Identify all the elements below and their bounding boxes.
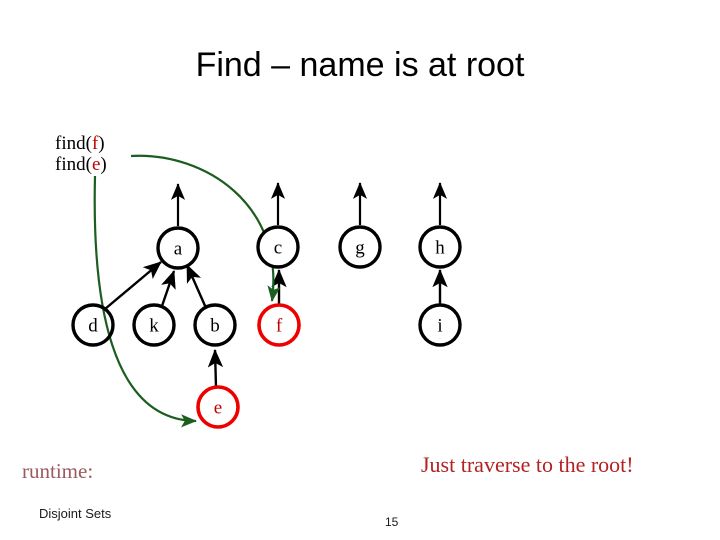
graph-nodes: a c g h d k b	[71, 225, 462, 429]
node-b-label: b	[210, 316, 220, 337]
node-h[interactable]: h	[418, 225, 462, 269]
node-a[interactable]: a	[156, 226, 200, 270]
edge-d-to-a	[104, 261, 162, 310]
parent-edges	[104, 261, 448, 388]
node-h-label: h	[435, 238, 445, 259]
find-call-f-prefix: find(	[55, 133, 92, 154]
node-i[interactable]: i	[418, 303, 462, 347]
page-number: 15	[385, 515, 399, 529]
node-g-circle[interactable]	[338, 225, 382, 269]
node-e[interactable]: e	[196, 385, 240, 429]
node-i-label: i	[437, 316, 442, 337]
find-call-e-suffix: )	[100, 154, 107, 175]
callout-text: Just traverse to the root!	[421, 452, 634, 477]
node-k-label: k	[149, 316, 159, 337]
edge-k-to-a	[160, 270, 176, 307]
node-f-label: f	[276, 316, 283, 337]
node-g[interactable]: g	[338, 225, 382, 269]
node-f[interactable]: f	[257, 303, 301, 347]
node-g-label: g	[355, 238, 365, 259]
find-path-curves	[93, 154, 281, 428]
node-i-circle[interactable]	[418, 303, 462, 347]
node-c-label: c	[274, 238, 282, 259]
node-c-circle[interactable]	[256, 225, 300, 269]
node-e-label: e	[214, 398, 222, 419]
find-call-f: find(f)	[55, 133, 107, 154]
node-k[interactable]: k	[132, 303, 176, 347]
footer-label: Disjoint Sets	[39, 506, 112, 521]
node-e-circle[interactable]	[196, 385, 240, 429]
node-a-label: a	[174, 239, 183, 260]
find-call-e: find(e)	[55, 154, 107, 175]
find-call-annotations: find(f) find(e)	[55, 133, 107, 175]
node-d-circle[interactable]	[71, 303, 115, 347]
node-h-circle[interactable]	[418, 225, 462, 269]
page-title: Find – name is at root	[195, 46, 525, 84]
find-call-f-arg: f	[91, 133, 99, 154]
runtime-label: runtime:	[22, 459, 94, 483]
node-b[interactable]: b	[193, 303, 237, 347]
node-b-circle[interactable]	[193, 303, 237, 347]
edge-e-to-b	[207, 349, 224, 388]
find-call-f-suffix: )	[98, 133, 105, 154]
edge-b-to-a	[185, 264, 208, 309]
node-a-circle[interactable]	[156, 226, 200, 270]
node-d[interactable]: d	[71, 303, 115, 347]
node-f-circle[interactable]	[257, 303, 301, 347]
find-call-e-prefix: find(	[55, 154, 92, 175]
node-d-label: d	[88, 316, 98, 337]
node-k-circle[interactable]	[132, 303, 176, 347]
find-path-e-curve	[93, 175, 197, 428]
node-c[interactable]: c	[256, 225, 300, 269]
root-markers	[170, 182, 448, 226]
find-call-e-arg: e	[91, 154, 101, 175]
find-path-f-curve	[130, 154, 281, 302]
